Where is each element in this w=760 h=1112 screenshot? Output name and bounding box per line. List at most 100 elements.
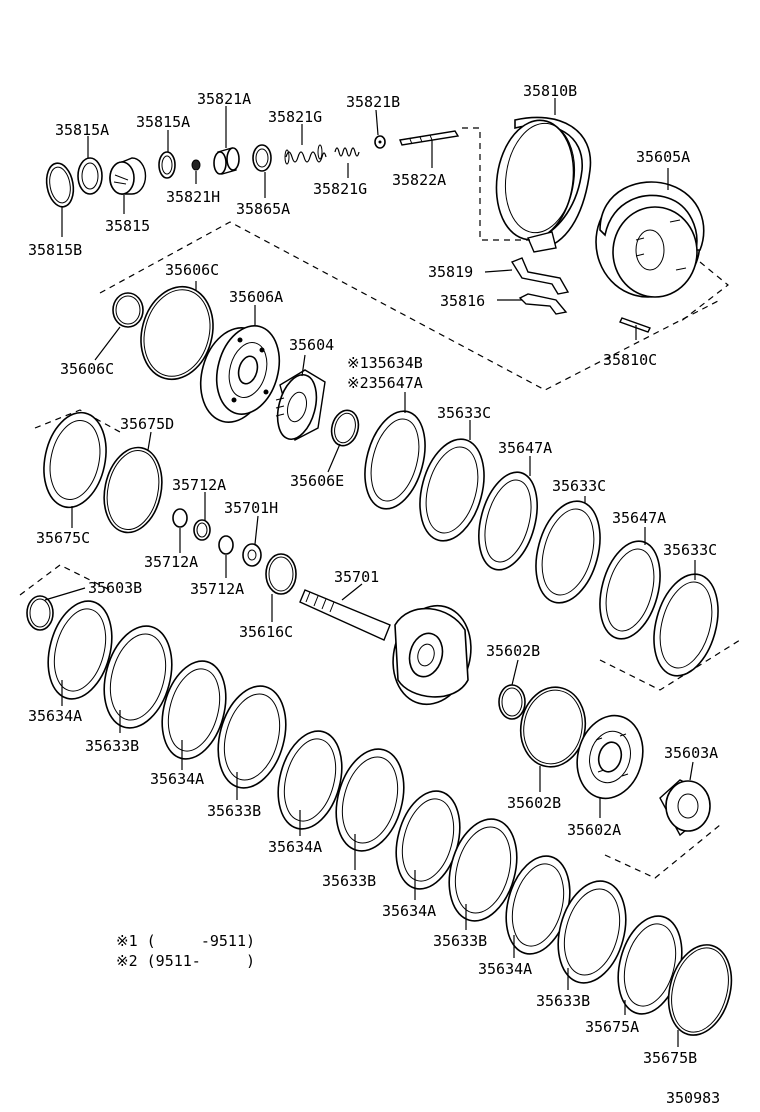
plate-35647A-1 [478, 471, 538, 571]
drum-35605A [595, 181, 705, 298]
label-35821H[interactable]: 35821H [166, 188, 220, 206]
label-35865A[interactable]: 35865A [236, 200, 290, 218]
label-35634A-3[interactable]: 35634A [268, 838, 322, 856]
label-35602B-1[interactable]: 35602B [486, 642, 540, 660]
label-35675A[interactable]: 35675A [585, 1018, 639, 1036]
label-35634A-1[interactable]: 35634A [28, 707, 82, 725]
label-35712A-1[interactable]: 35712A [172, 476, 226, 494]
label-35815B[interactable]: 35815B [28, 241, 82, 259]
label-35633C-1[interactable]: 35633C [437, 404, 491, 422]
spring-35821G-large [284, 144, 327, 165]
strut-35819 [510, 257, 570, 295]
label-35604[interactable]: 35604 [289, 336, 334, 354]
ball-35821B [374, 135, 386, 149]
plate-35675C [43, 411, 107, 509]
label-35606C-1[interactable]: 35606C [165, 261, 219, 279]
label-35602B-2[interactable]: 35602B [507, 794, 561, 812]
label-35633B-5[interactable]: 35633B [536, 992, 590, 1010]
label-35633C-3[interactable]: 35633C [663, 541, 717, 559]
label-35712A-2[interactable]: 35712A [144, 553, 198, 571]
disc-35633C-3 [653, 573, 719, 677]
label-35647A-1[interactable]: 35647A [498, 439, 552, 457]
label-135634B[interactable]: ※135634B [347, 354, 423, 372]
label-35634A-2[interactable]: 35634A [150, 770, 204, 788]
plate-35675A [617, 915, 683, 1015]
plate-35647A-2 [599, 540, 661, 640]
disc-35633C-2 [535, 500, 601, 604]
nut-35821H [191, 159, 201, 171]
washer-35815A-right [158, 151, 176, 179]
strut-35816 [518, 293, 568, 315]
label-35603B[interactable]: 35603B [88, 579, 142, 597]
snap-ring-35815B [45, 162, 75, 208]
part-labels: 35815A 35815A 35821A 35821G 35821B 35810… [28, 82, 718, 1067]
label-235647A[interactable]: ※235647A [347, 374, 423, 392]
footnote-1: ※1 ( -9511) [116, 932, 255, 950]
label-35821A[interactable]: 35821A [197, 90, 251, 108]
label-35633B-2[interactable]: 35633B [207, 802, 261, 820]
label-35822A[interactable]: 35822A [392, 171, 446, 189]
label-35606E[interactable]: 35606E [290, 472, 344, 490]
seal-35606C-large [140, 285, 214, 381]
disc-35633B-1 [103, 625, 173, 729]
plate-35634B-top [364, 410, 426, 510]
washer-35701H [242, 543, 262, 567]
label-35701H[interactable]: 35701H [224, 499, 278, 517]
label-35675C[interactable]: 35675C [36, 529, 90, 547]
label-35816[interactable]: 35816 [440, 292, 485, 310]
label-35606C-2[interactable]: 35606C [60, 360, 114, 378]
snap-ring-35606E [330, 409, 360, 447]
label-35675B[interactable]: 35675B [643, 1049, 697, 1067]
spring-35821G-small [334, 147, 360, 157]
plate-35634A-2 [161, 660, 227, 760]
plate-35634A-3 [277, 730, 343, 830]
piston-35602A [576, 714, 644, 800]
label-35647A-2[interactable]: 35647A [612, 509, 666, 527]
label-35606A[interactable]: 35606A [229, 288, 283, 306]
label-35810B[interactable]: 35810B [523, 82, 577, 100]
ring-35712A-1 [172, 508, 188, 528]
label-35815A-2[interactable]: 35815A [136, 113, 190, 131]
label-35616C[interactable]: 35616C [239, 623, 293, 641]
hub-35603A [659, 779, 711, 837]
input-shaft-35701 [299, 589, 472, 706]
label-35633B-1[interactable]: 35633B [85, 737, 139, 755]
label-35603A[interactable]: 35603A [664, 744, 718, 762]
disc-35633B-3 [335, 748, 405, 852]
pin-35810C [619, 317, 651, 333]
label-35821G-2[interactable]: 35821G [313, 180, 367, 198]
ring-35675D [103, 446, 163, 534]
label-35821B[interactable]: 35821B [346, 93, 400, 111]
label-35633B-4[interactable]: 35633B [433, 932, 487, 950]
hub-35604 [275, 369, 326, 442]
piston-35815 [109, 157, 147, 195]
label-35810C[interactable]: 35810C [603, 351, 657, 369]
label-35712A-3[interactable]: 35712A [190, 580, 244, 598]
label-35675D[interactable]: 35675D [120, 415, 174, 433]
ring-35606C-small [112, 292, 144, 328]
ring-35712A-2 [193, 519, 211, 541]
disc-35633B-2 [217, 685, 287, 789]
oil-pump-35606A [199, 325, 281, 423]
snap-ring-35603B [26, 595, 54, 631]
valve-35822A [399, 130, 460, 146]
label-35633B-3[interactable]: 35633B [322, 872, 376, 890]
label-35634A-5[interactable]: 35634A [478, 960, 532, 978]
disc-35633B-4 [448, 818, 518, 922]
leader-lines [44, 98, 696, 1047]
seal-35602B-large [519, 686, 587, 768]
label-35819[interactable]: 35819 [428, 263, 473, 281]
label-35602A[interactable]: 35602A [567, 821, 621, 839]
label-35605A[interactable]: 35605A [636, 148, 690, 166]
ring-35602B-small [498, 684, 526, 720]
label-35634A-4[interactable]: 35634A [382, 902, 436, 920]
ring-35865A [252, 144, 272, 172]
disc-35633B-5 [557, 880, 627, 984]
label-35701[interactable]: 35701 [334, 568, 379, 586]
ring-35616C [265, 553, 297, 595]
label-35633C-2[interactable]: 35633C [552, 477, 606, 495]
label-35821G-1[interactable]: 35821G [268, 108, 322, 126]
label-35815A-1[interactable]: 35815A [55, 121, 109, 139]
label-35815[interactable]: 35815 [105, 217, 150, 235]
